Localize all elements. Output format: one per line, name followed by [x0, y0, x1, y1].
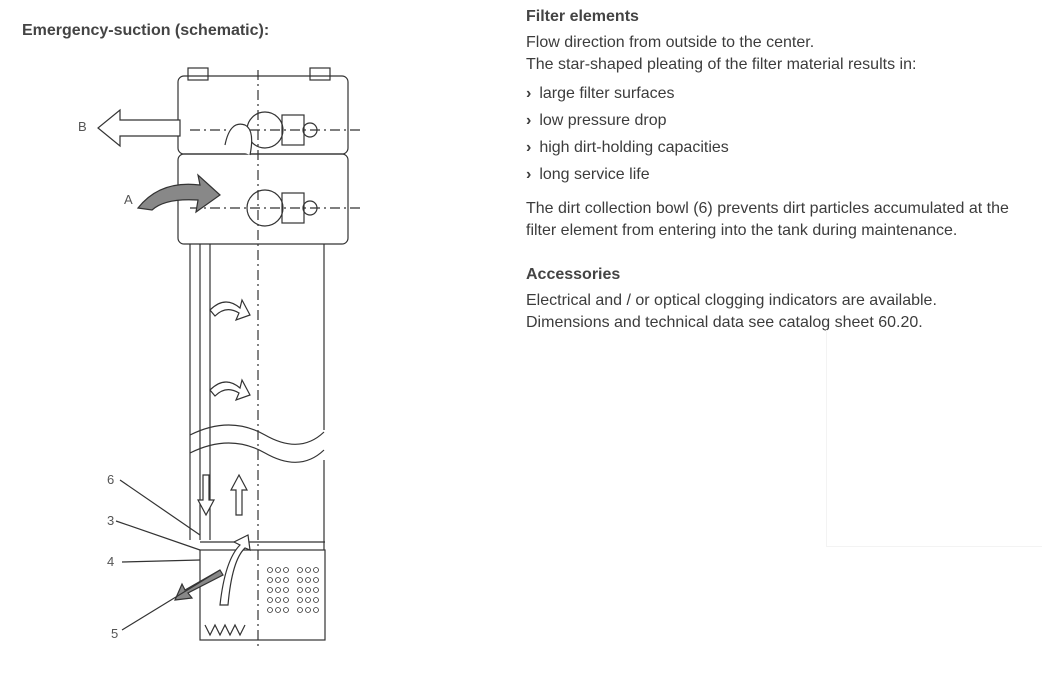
dirt-bowl-paragraph: The dirt collection bowl (6) prevents di…: [526, 200, 1009, 239]
chevron-right-icon: ›: [526, 112, 532, 129]
list-item: ›large filter surfaces: [526, 85, 675, 102]
list-item: ›high dirt-holding capacities: [526, 139, 729, 156]
text-column: Filter elements Flow direction from outs…: [526, 6, 1036, 334]
accessories-heading: Accessories: [526, 266, 621, 283]
indicators-line: Electrical and / or optical clogging ind…: [526, 292, 937, 309]
benefits-list: ›large filter surfaces ›low pressure dro…: [526, 80, 1036, 188]
filter-elements-heading: Filter elements: [526, 8, 639, 25]
pleating-line: The star-shaped pleating of the filter m…: [526, 56, 917, 73]
label-6: 6: [107, 472, 115, 487]
chevron-right-icon: ›: [526, 85, 532, 102]
label-B: B: [78, 119, 87, 134]
list-item: ›low pressure drop: [526, 112, 667, 129]
catalog-line: Dimensions and technical data see catalo…: [526, 314, 923, 331]
list-item: ›long service life: [526, 166, 650, 183]
filter-schematic-drawing: [97, 67, 360, 650]
label-5: 5: [111, 626, 119, 641]
blank-panel: [826, 330, 1042, 547]
label-A: A: [124, 192, 133, 207]
chevron-right-icon: ›: [526, 139, 532, 156]
flow-direction-line: Flow direction from outside to the cente…: [526, 34, 815, 51]
chevron-right-icon: ›: [526, 166, 532, 183]
label-4: 4: [107, 554, 115, 569]
label-3: 3: [107, 513, 115, 528]
schematic-title: Emergency-suction (schematic):: [22, 22, 270, 39]
